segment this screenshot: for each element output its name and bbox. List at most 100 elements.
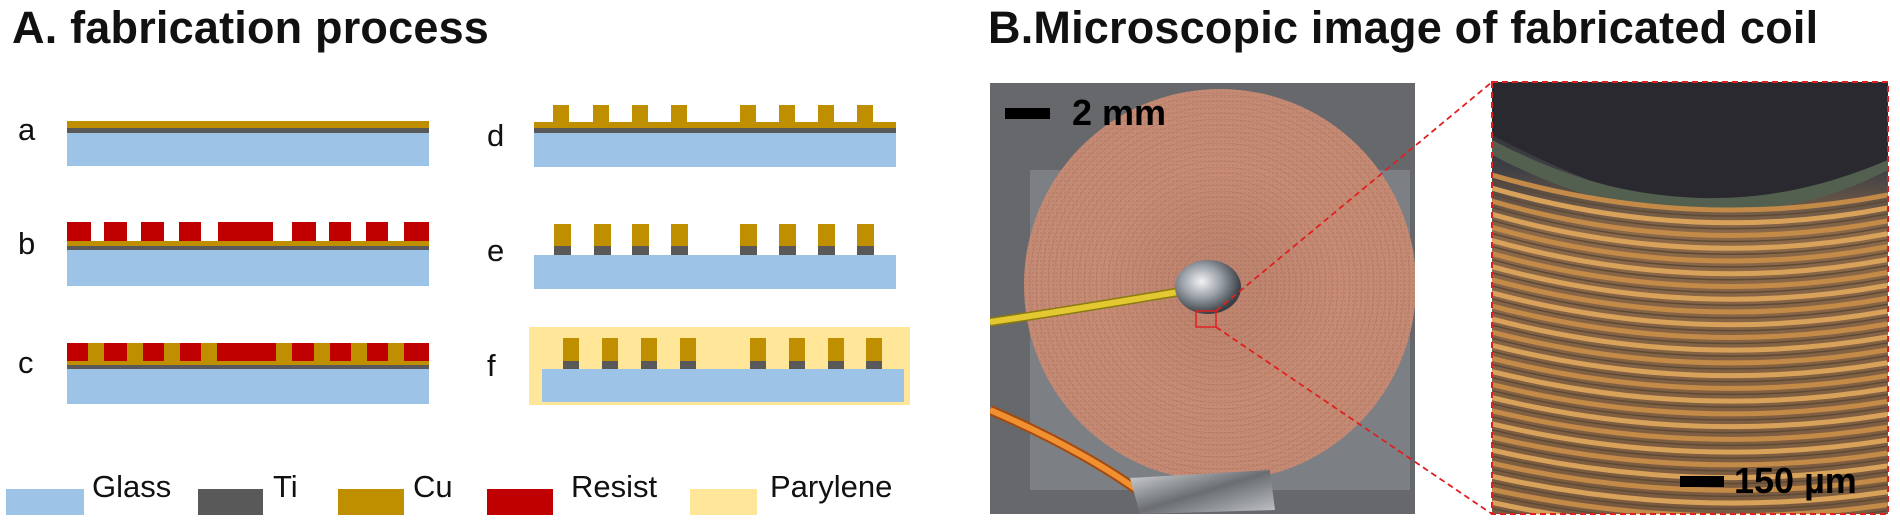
step-label-d: d: [487, 118, 505, 153]
coil-gap: [1492, 429, 1888, 459]
coil-ring: [1035, 100, 1405, 470]
coil-winding: [1492, 303, 1888, 340]
cu-line: [276, 343, 292, 361]
coil-ring: [1143, 208, 1297, 362]
coil-ring: [1173, 238, 1267, 332]
cu-line: [314, 343, 330, 361]
cu-line: [553, 105, 569, 122]
resist-block: [67, 222, 91, 241]
coil-gap: [1492, 363, 1888, 396]
coil-winding: [1492, 238, 1888, 277]
coil-winding: [1492, 342, 1888, 379]
coil-winding: [1492, 473, 1888, 506]
coil-winding: [1492, 172, 1888, 213]
glass-substrate: [534, 133, 896, 167]
coil-gap: [1492, 402, 1888, 434]
coil-winding: [1492, 185, 1888, 226]
ti-stub: [554, 246, 571, 255]
ti-stub: [789, 361, 805, 369]
coil-ring: [1155, 220, 1285, 350]
coil-gap: [1492, 180, 1888, 217]
scale-label-150um: 150 µm: [1734, 460, 1857, 501]
coil-winding: [1492, 316, 1888, 353]
coil-ring: [1095, 160, 1345, 410]
coil-gap: [1492, 337, 1888, 370]
legend-label-ti: Ti: [273, 469, 298, 504]
cu-layer: [67, 121, 429, 128]
ti-stub: [641, 361, 657, 369]
step-label-a: a: [18, 112, 36, 147]
cu-line: [594, 224, 611, 246]
resist-block: [141, 222, 164, 241]
coil-gap: [1492, 389, 1888, 421]
ti-stub: [818, 246, 835, 255]
coil-ring: [1071, 136, 1369, 434]
coil-ring: [1131, 196, 1309, 374]
cu-line: [563, 338, 579, 361]
legend-label-resist: Resist: [571, 469, 658, 504]
coil-ring: [1137, 202, 1303, 368]
coil-gap: [1492, 193, 1888, 230]
coil-ring: [1059, 124, 1381, 446]
resist-block: [366, 222, 388, 241]
legend-label-parylene: Parylene: [770, 469, 893, 504]
ti-stub: [740, 246, 757, 255]
scale-label-2mm: 2 mm: [1072, 92, 1167, 133]
cu-line: [388, 343, 404, 361]
scale-bar-2mm: [1005, 108, 1050, 119]
coil-ring: [1083, 148, 1357, 422]
coil-winding: [1492, 486, 1888, 514]
coil-winding: [1492, 251, 1888, 289]
resist-block: [104, 222, 127, 241]
cu-line: [671, 105, 687, 122]
resist-block: [218, 222, 273, 241]
cu-line: [671, 224, 688, 246]
coil-ring: [1041, 106, 1399, 464]
legend-swatch-cu: [338, 489, 404, 515]
coil-gap: [1492, 298, 1888, 332]
coil-ring: [1161, 226, 1279, 344]
ti-stub: [602, 361, 618, 369]
cu-line: [818, 224, 835, 246]
glass-substrate: [67, 369, 429, 404]
coil-ring: [1101, 166, 1339, 404]
cu-line: [740, 105, 756, 122]
cu-line: [750, 338, 766, 361]
coil-winding: [1492, 211, 1888, 251]
legend-label-cu: Cu: [413, 469, 453, 504]
ti-stub: [671, 246, 688, 255]
coil-winding: [1492, 382, 1888, 417]
cu-line: [351, 343, 367, 361]
ti-stub: [828, 361, 844, 369]
ti-layer: [67, 128, 429, 133]
glass-substrate: [67, 250, 429, 286]
coil-gap: [1492, 468, 1888, 498]
resist-block: [292, 222, 316, 241]
legend-swatch-resist: [487, 489, 553, 515]
coil-winding: [1492, 329, 1888, 366]
coil-ring: [1167, 232, 1273, 338]
coil-gap: [1492, 494, 1888, 514]
coil-ring: [1149, 214, 1291, 356]
coil-winding: [1492, 369, 1888, 404]
coil-gap: [1492, 245, 1888, 281]
coil-ring: [1089, 154, 1351, 416]
cu-line: [201, 343, 217, 361]
legend-swatch-parylene: [690, 489, 757, 515]
coil-gap: [1492, 311, 1888, 345]
cu-line: [740, 224, 757, 246]
scale-bar-150um: [1680, 476, 1724, 487]
resist-block: [179, 222, 201, 241]
coil-gap: [1492, 481, 1888, 510]
cu-line: [828, 338, 844, 361]
coil-gap: [1492, 271, 1888, 306]
cu-layer: [67, 361, 429, 365]
coil-gap: [1492, 324, 1888, 357]
coil-gap: [1492, 285, 1888, 319]
ti-stub: [563, 361, 579, 369]
cu-line: [88, 343, 104, 361]
coil-gap: [1492, 232, 1888, 268]
coil-gap: [1492, 219, 1888, 255]
coil-winding: [1492, 277, 1888, 315]
panel-b-title: B.Microscopic image of fabricated coil: [988, 2, 1819, 53]
